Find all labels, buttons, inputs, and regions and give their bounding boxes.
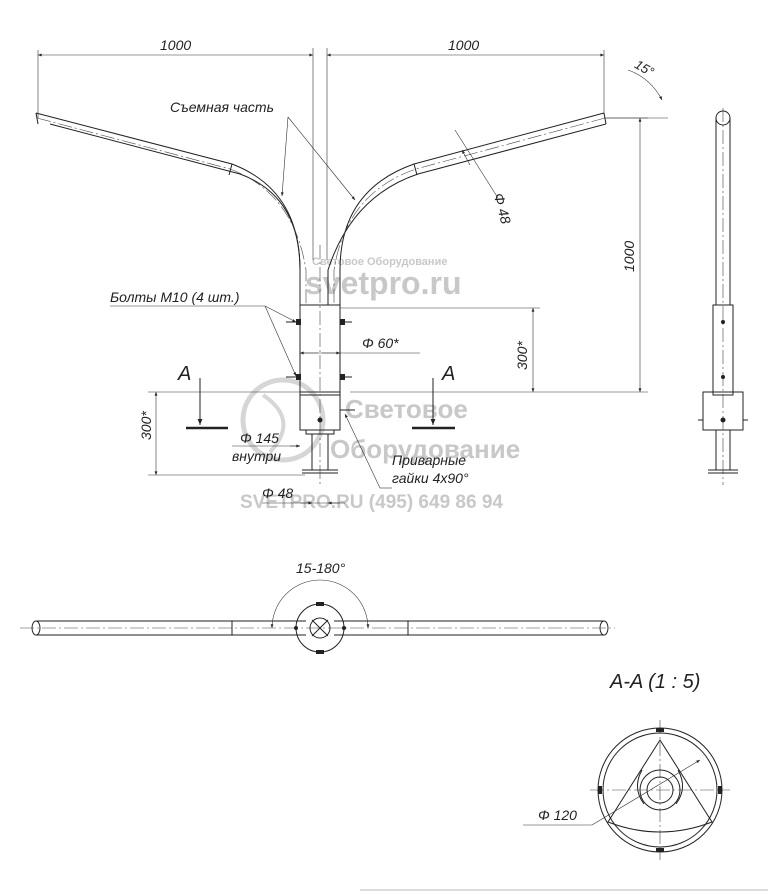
watermark: Световое Оборудование svetpro.ru Светово… bbox=[240, 256, 520, 513]
dim-height: 1000 bbox=[621, 241, 637, 272]
dim-sleeve-300: 300* bbox=[514, 341, 530, 370]
section-mark-left: A bbox=[177, 363, 191, 385]
dim-dia-145: Φ 145 bbox=[240, 430, 279, 446]
label-nuts-line1: Приварные bbox=[392, 452, 466, 468]
dim-right-width: 1000 bbox=[448, 37, 479, 53]
side-view bbox=[698, 108, 748, 485]
dim-rotation: 15-180° bbox=[296, 560, 346, 576]
top-view: 15-180° bbox=[20, 560, 615, 654]
front-view: 1000 1000 15° Съемная часть Φ 48 1000 bbox=[35, 37, 668, 505]
dim-dia-120: Φ 120 bbox=[538, 807, 577, 823]
dim-left-width: 1000 bbox=[160, 37, 191, 53]
dim-base-300: 300* bbox=[138, 411, 154, 440]
watermark-brand-small: Световое Оборудование bbox=[312, 256, 447, 268]
section-view: A-A (1 : 5) Φ 120 bbox=[360, 671, 768, 891]
dim-dia-48-bottom: Φ 48 bbox=[262, 485, 293, 501]
watermark-brand-line1: Световое bbox=[345, 394, 468, 424]
label-bolts: Болты М10 (4 шт.) bbox=[110, 289, 239, 305]
dim-angle: 15° bbox=[632, 57, 657, 80]
watermark-site: svetpro.ru bbox=[305, 265, 461, 301]
dim-pipe-dia: Φ 48 bbox=[491, 191, 515, 225]
label-inside: внутри bbox=[232, 448, 281, 464]
label-nuts-line2: гайки 4x90° bbox=[392, 470, 469, 486]
watermark-logo-icon bbox=[240, 377, 326, 463]
section-mark-right: A bbox=[441, 363, 455, 385]
section-title: A-A (1 : 5) bbox=[609, 671, 700, 693]
watermark-contact: SVETPRO.RU (495) 649 86 94 bbox=[240, 492, 503, 513]
dim-dia-60: Φ 60* bbox=[362, 335, 399, 351]
label-removable: Съемная часть bbox=[170, 99, 274, 115]
